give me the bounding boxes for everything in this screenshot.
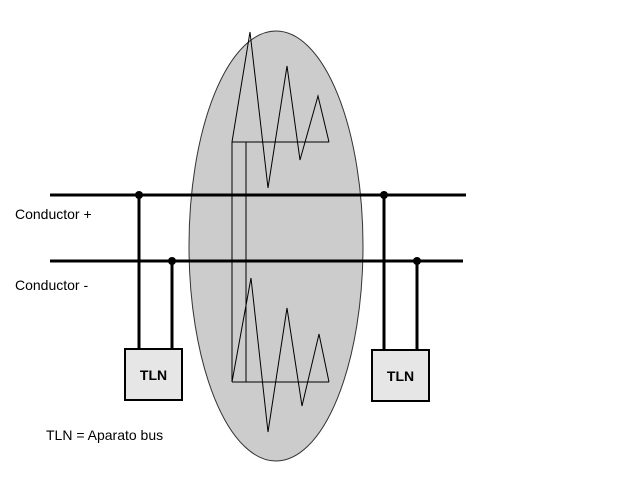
left-device-box (124, 348, 183, 401)
legend-label: TLN = Aparato bus (46, 427, 164, 443)
right-device-box (371, 349, 430, 402)
left-plus-junction (135, 191, 143, 199)
interference-ellipse (188, 30, 364, 462)
left-minus-junction (168, 257, 176, 265)
right-plus-junction (380, 191, 388, 199)
right-device-label: TLN (387, 368, 414, 384)
conductor-plus-label: Conductor + (15, 206, 92, 222)
conductor-minus-label: Conductor - (15, 277, 89, 293)
left-device-label: TLN (140, 367, 167, 383)
right-minus-junction (413, 257, 421, 265)
